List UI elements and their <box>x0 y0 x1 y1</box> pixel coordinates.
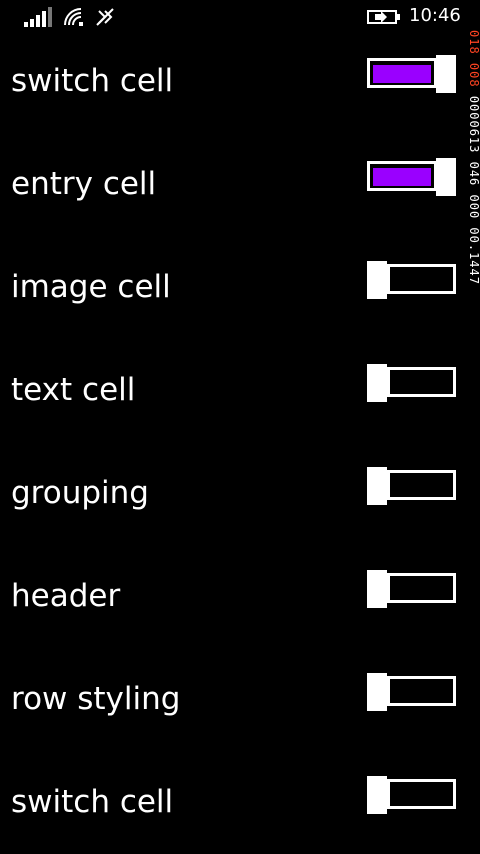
wifi-icon <box>63 7 85 31</box>
toggle-thumb[interactable] <box>367 261 387 299</box>
list-row-text-cell: text cell <box>0 339 462 442</box>
toggle-switch[interactable] <box>367 776 456 814</box>
signal-bars-icon <box>24 7 52 31</box>
data-connection-icon <box>95 7 115 31</box>
toggle-fill <box>373 65 431 83</box>
row-label: row styling <box>11 681 181 717</box>
row-label: image cell <box>11 269 171 305</box>
toggle-track <box>367 161 437 191</box>
toggle-switch[interactable] <box>367 570 456 608</box>
row-label: switch cell <box>11 784 174 820</box>
toggle-track <box>367 58 437 88</box>
battery-charging-icon <box>367 8 401 30</box>
list-row-row-styling: row styling <box>0 648 462 751</box>
debug-counter-strip: 018 008 0000613 046 000 00.1447 <box>467 30 480 400</box>
toggle-switch[interactable] <box>367 673 456 711</box>
row-label: header <box>11 578 121 614</box>
toggle-thumb[interactable] <box>367 364 387 402</box>
debug-red-text: 018 008 <box>467 30 480 88</box>
row-label: entry cell <box>11 166 157 202</box>
toggle-switch[interactable] <box>367 467 456 505</box>
toggle-thumb[interactable] <box>436 55 456 93</box>
toggle-track <box>387 779 456 809</box>
status-time: 10:46 <box>409 5 461 26</box>
toggle-track <box>387 367 456 397</box>
list-row-grouping: grouping <box>0 442 462 545</box>
toggle-track <box>387 573 456 603</box>
toggle-switch[interactable] <box>367 158 456 196</box>
status-bar: 10:46 <box>0 0 480 34</box>
toggle-thumb[interactable] <box>367 570 387 608</box>
row-label: grouping <box>11 475 149 511</box>
row-label: text cell <box>11 372 136 408</box>
debug-counter-text: 018 008 0000613 046 000 00.1447 <box>467 30 480 285</box>
toggle-track <box>387 470 456 500</box>
toggle-track <box>387 676 456 706</box>
toggle-thumb[interactable] <box>436 158 456 196</box>
toggle-track <box>387 264 456 294</box>
list-row-switch-cell-2: switch cell <box>0 751 462 854</box>
toggle-switch[interactable] <box>367 364 456 402</box>
toggle-thumb[interactable] <box>367 673 387 711</box>
toggle-thumb[interactable] <box>367 467 387 505</box>
toggle-switch[interactable] <box>367 55 456 93</box>
toggle-fill <box>373 168 431 186</box>
debug-white-text: 0000613 046 000 00.1447 <box>467 95 480 285</box>
list-row-entry-cell: entry cell <box>0 133 462 236</box>
settings-list: switch cell entry cell image cell text c… <box>0 30 462 854</box>
toggle-switch[interactable] <box>367 261 456 299</box>
list-row-image-cell: image cell <box>0 236 462 339</box>
list-row-header: header <box>0 545 462 648</box>
list-row-switch-cell: switch cell <box>0 30 462 133</box>
row-label: switch cell <box>11 63 174 99</box>
toggle-thumb[interactable] <box>367 776 387 814</box>
